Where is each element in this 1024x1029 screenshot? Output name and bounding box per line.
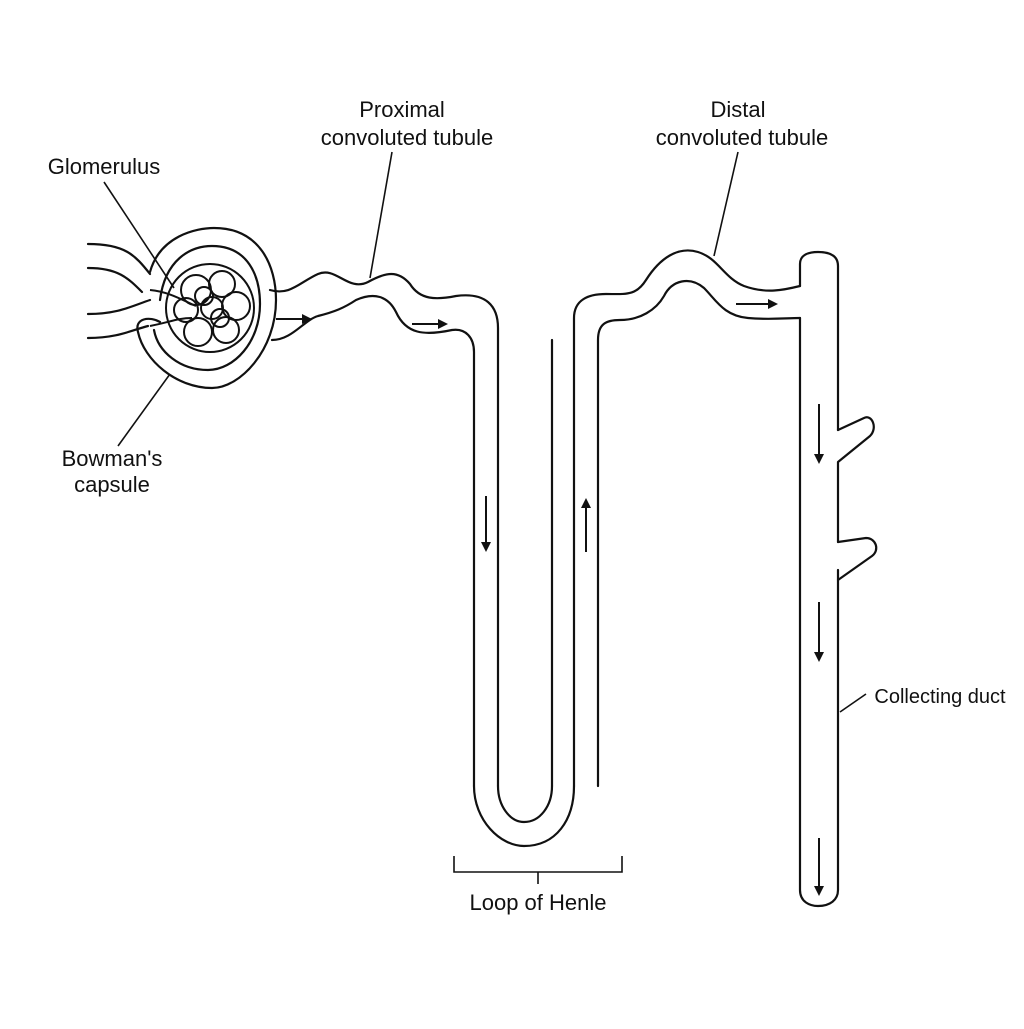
arrow-down-cd-3 (814, 838, 824, 896)
pct-leader (369, 151, 393, 279)
glomerulus-tuft (149, 263, 255, 353)
label-glomerulus: Glomerulus (48, 154, 160, 179)
loop-bracket (453, 856, 623, 873)
arrow-up-ascending (581, 498, 591, 552)
label-dct-line1: Distal (710, 97, 765, 122)
label-bowman-line2: capsule (74, 472, 150, 497)
flow-arrows (276, 299, 824, 896)
glomerulus-leader (103, 181, 175, 289)
label-pct-line1: Proximal (359, 97, 445, 122)
arrow-down-cd-1 (814, 404, 824, 464)
arrow-right-1 (276, 314, 312, 324)
dct-leader (713, 151, 739, 257)
label-collecting-duct: Collecting duct (874, 686, 1006, 708)
collecting-duct (798, 250, 878, 908)
blood-vessels (86, 242, 152, 340)
bowman-leader (117, 373, 171, 447)
label-loop-of-henle: Loop of Henle (470, 890, 607, 915)
label-dct-line2: convoluted tubule (656, 125, 828, 150)
label-bowman-line1: Bowman's (62, 446, 163, 471)
bowmans-capsule (136, 226, 278, 390)
arrow-right-3 (736, 299, 778, 309)
distal-convoluted-tubule (550, 249, 802, 788)
arrow-right-2 (412, 319, 448, 329)
leader-lines (103, 151, 867, 884)
label-pct-line2: convoluted tubule (321, 125, 493, 150)
arrow-down-descending (481, 496, 491, 552)
arrow-down-cd-2 (814, 602, 824, 662)
proximal-convoluted-tubule (268, 271, 500, 788)
collecting-leader (839, 693, 867, 713)
loop-of-henle (472, 784, 576, 848)
